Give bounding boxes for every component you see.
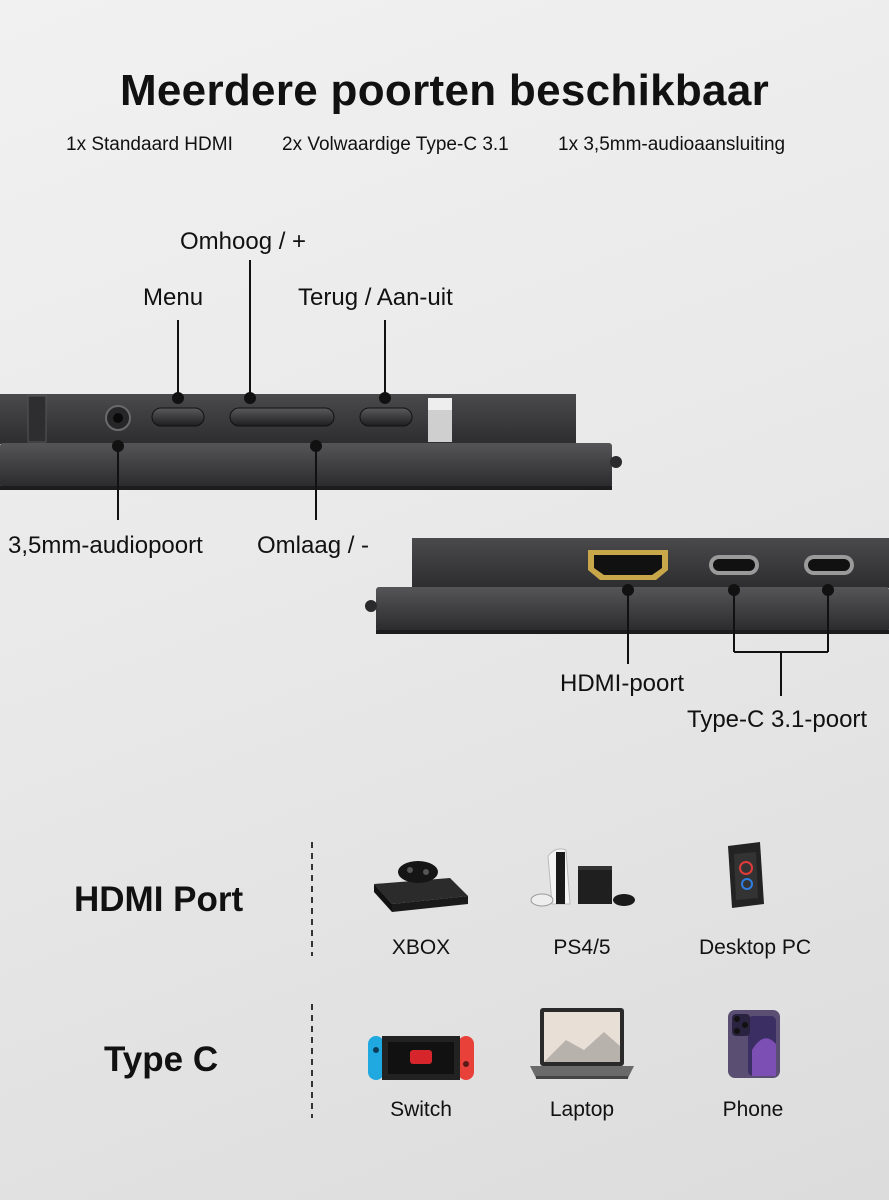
feature-audio: 1x 3,5mm-audioaansluiting — [558, 134, 786, 155]
feature-typec: 2x Volwaardige Type-C 3.1 — [282, 134, 509, 155]
label-hdmi-port: HDMI-poort — [560, 670, 685, 697]
hdmi-section-title: HDMI Port — [74, 880, 244, 919]
phone-icon — [728, 1010, 780, 1078]
side-panel-device — [0, 394, 622, 490]
page-title: Meerdere poorten beschikbaar — [119, 66, 770, 115]
port-panel-device — [365, 538, 889, 634]
device-label-ps: PS4/5 — [553, 936, 611, 959]
ps-console-icon — [530, 848, 635, 907]
label-down-button: Omlaag / - — [257, 532, 370, 559]
label-typec-port: Type-C 3.1-poort — [687, 706, 868, 733]
typec-section-title: Type C — [104, 1040, 219, 1079]
switch-icon — [368, 1036, 474, 1080]
device-label-xbox: XBOX — [391, 936, 451, 959]
label-menu-button: Menu — [143, 284, 204, 311]
label-up-button: Omhoog / + — [180, 228, 307, 255]
label-audio-port: 3,5mm-audiopoort — [8, 532, 203, 559]
laptop-icon — [530, 1008, 634, 1079]
device-label-laptop: Laptop — [549, 1098, 615, 1121]
port-panel-leaders — [622, 584, 834, 696]
label-back-power-button: Terug / Aan-uit — [298, 284, 453, 311]
xbox-icon — [374, 861, 468, 912]
feature-hdmi: 1x Standaard HDMI — [66, 134, 233, 155]
desktop-pc-icon — [728, 842, 764, 908]
device-label-desktop-pc: Desktop PC — [698, 936, 812, 959]
device-label-phone: Phone — [722, 1098, 784, 1121]
side-panel-leaders — [112, 260, 391, 520]
device-label-switch: Switch — [390, 1098, 452, 1121]
